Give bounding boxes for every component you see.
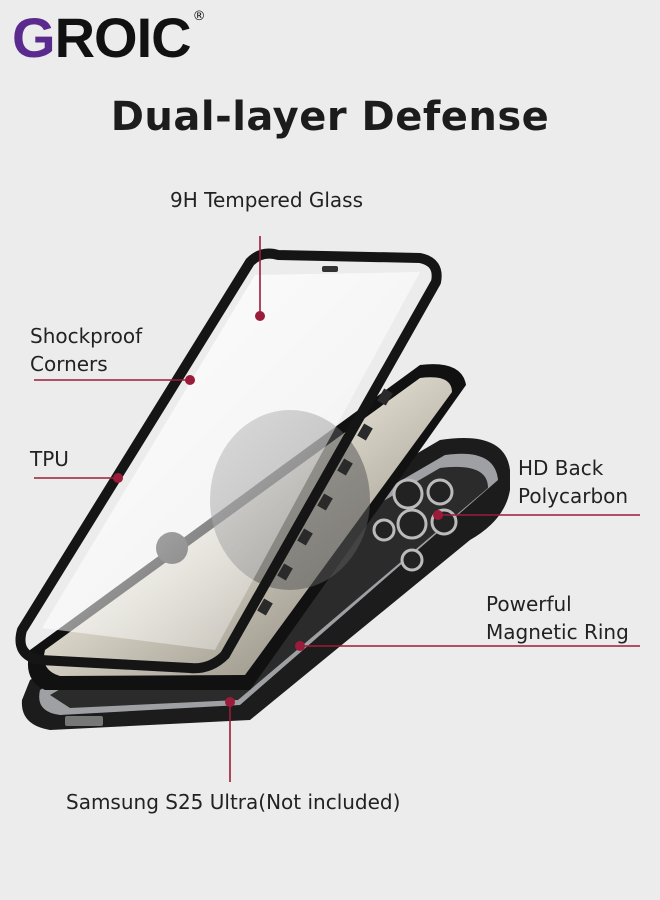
label-magnetic-line1: Powerful: [486, 592, 572, 616]
label-tpu: TPU: [30, 447, 69, 471]
glass-protector: [15, 248, 442, 674]
label-hd-back-line2: Polycarbon: [518, 484, 629, 508]
usb-port-icon: [65, 716, 103, 726]
page-title: Dual-layer Defense: [110, 94, 550, 140]
callout-lines: [34, 236, 640, 782]
label-shockproof-line2: Corners: [30, 352, 108, 376]
label-tempered-glass: 9H Tempered Glass: [170, 188, 364, 212]
brand-name: GROIC: [12, 6, 192, 69]
callout-dots: [113, 311, 443, 707]
earpiece-cutout: [322, 266, 338, 272]
label-hd-back-line1: HD Back: [518, 456, 604, 480]
label-magnetic-line2: Magnetic Ring: [486, 620, 629, 644]
label-shockproof-line1: Shockproof: [30, 324, 143, 348]
label-phone-note: Samsung S25 Ultra(Not included): [66, 790, 401, 814]
brand-logo: GROIC ®: [12, 6, 206, 70]
camera-module: [372, 478, 458, 572]
registered-mark: ®: [192, 9, 206, 24]
frame-grip-ridges: [257, 388, 393, 616]
